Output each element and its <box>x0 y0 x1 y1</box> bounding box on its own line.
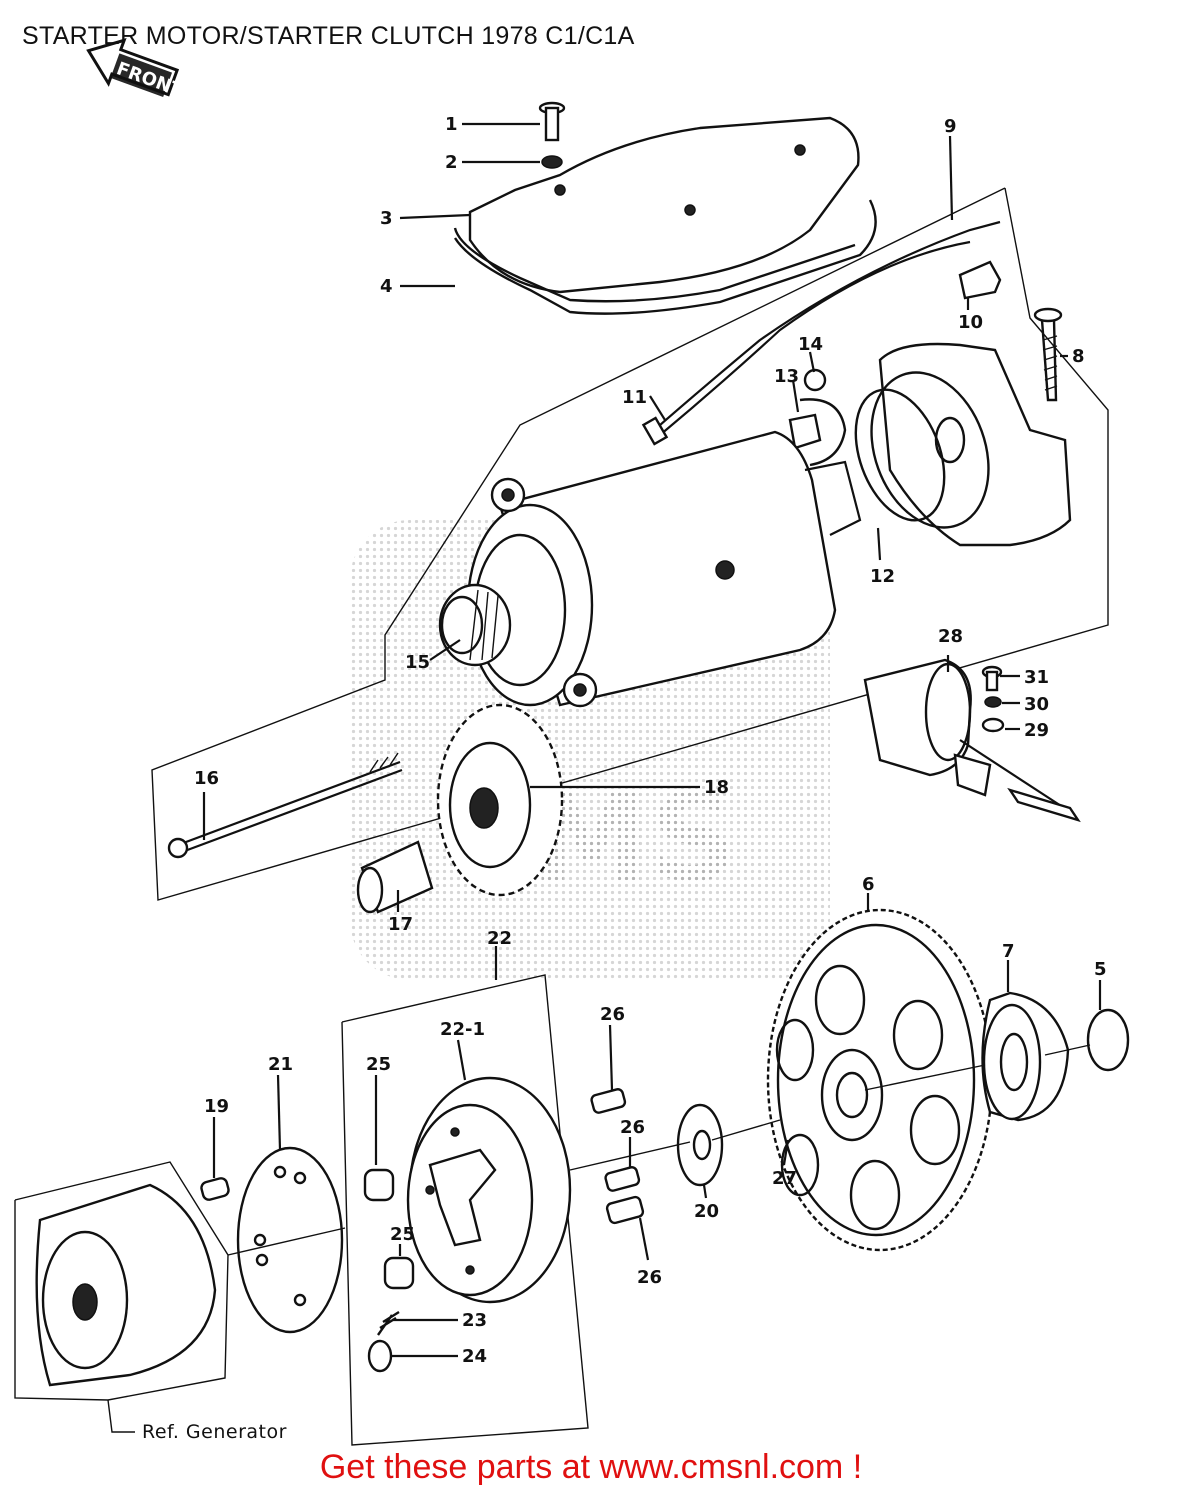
part-9-lead-wire <box>651 220 1001 433</box>
part-13-brush <box>788 413 822 450</box>
part-24-cap <box>367 1339 393 1373</box>
part-4-gasket-inner <box>453 227 856 303</box>
callout-5: 5 <box>1094 959 1107 980</box>
callout-29: 29 <box>1024 720 1049 741</box>
callout-24: 24 <box>462 1346 487 1367</box>
group-outline-starter <box>151 187 1109 901</box>
part-20-washer <box>676 1103 724 1187</box>
part-29-washer <box>981 717 1005 733</box>
part-25-roller-upper <box>363 1168 395 1202</box>
part-30-washer <box>984 696 1002 708</box>
part-16-through-bolt <box>167 752 403 859</box>
callout-26-middle: 26 <box>620 1117 645 1138</box>
part-2-washer <box>541 155 563 169</box>
ref-generator <box>14 1161 229 1433</box>
part-31-bolt <box>981 665 1003 692</box>
group-outline-clutch <box>341 974 589 1446</box>
callout-11: 11 <box>622 387 647 408</box>
part-19-dowel <box>200 1177 230 1201</box>
part-26-bolt-a <box>590 1088 627 1114</box>
part-28-starter-relay <box>863 658 1081 823</box>
callout-12: 12 <box>870 566 895 587</box>
callout-9: 9 <box>944 116 957 137</box>
part-26-bolt-c <box>605 1195 645 1225</box>
callout-8: 8 <box>1072 346 1085 367</box>
part-3-cover <box>468 116 860 294</box>
callout-22: 22 <box>487 928 512 949</box>
part-12-end-cover <box>878 342 1072 547</box>
callout-17: 17 <box>388 914 413 935</box>
callout-21: 21 <box>268 1054 293 1075</box>
part-15-pinion <box>438 583 512 667</box>
callout-10: 10 <box>958 312 983 333</box>
part-5-circlip <box>1086 1008 1130 1072</box>
callout-28: 28 <box>938 626 963 647</box>
callout-30: 30 <box>1024 694 1049 715</box>
cta-link[interactable]: Get these parts at www.cmsnl.com ! <box>319 1448 863 1486</box>
callout-2: 2 <box>445 152 458 173</box>
callout-lines <box>202 122 1102 1358</box>
callout-3: 3 <box>380 208 393 229</box>
callout-18: 18 <box>704 777 729 798</box>
part-8-bolt <box>1033 307 1063 402</box>
callout-20: 20 <box>694 1201 719 1222</box>
part-10-grommet <box>958 260 1002 300</box>
part-1-screw <box>538 101 566 142</box>
callout-6: 6 <box>862 874 875 895</box>
callout-19: 19 <box>204 1096 229 1117</box>
callout-4: 4 <box>380 276 393 297</box>
callout-25-upper: 25 <box>366 1054 391 1075</box>
part-17-sleeve <box>356 840 434 914</box>
callout-14: 14 <box>798 334 823 355</box>
callout-15: 15 <box>405 652 430 673</box>
page-title: STARTER MOTOR/STARTER CLUTCH 1978 C1/C1A <box>22 22 635 50</box>
part-22-1-clutch-body <box>406 1076 572 1304</box>
callout-22-1: 22-1 <box>440 1019 485 1040</box>
callout-27: 27 <box>772 1168 797 1189</box>
part-18-idle-gear <box>436 703 564 897</box>
callout-31: 31 <box>1024 667 1049 688</box>
part-7-bushing <box>981 991 1070 1122</box>
part-14-spring <box>803 368 827 392</box>
starter-motor-body <box>466 430 862 708</box>
ref-generator-label: Ref. Generator <box>142 1421 287 1443</box>
callout-26-bottom: 26 <box>637 1267 662 1288</box>
callout-1: 1 <box>445 114 458 135</box>
callout-16: 16 <box>194 768 219 789</box>
callout-25-lower: 25 <box>390 1224 415 1245</box>
part-26-bolt-b <box>604 1166 641 1192</box>
part-23-spring <box>377 1310 400 1336</box>
callout-7: 7 <box>1002 941 1015 962</box>
callout-23: 23 <box>462 1310 487 1331</box>
part-11-lead-wire <box>659 240 971 436</box>
part-25-roller-lower <box>383 1256 415 1290</box>
callout-13: 13 <box>774 366 799 387</box>
callout-26-top: 26 <box>600 1004 625 1025</box>
part-4-gasket <box>453 199 877 315</box>
part-6-starter-gear <box>766 908 994 1252</box>
